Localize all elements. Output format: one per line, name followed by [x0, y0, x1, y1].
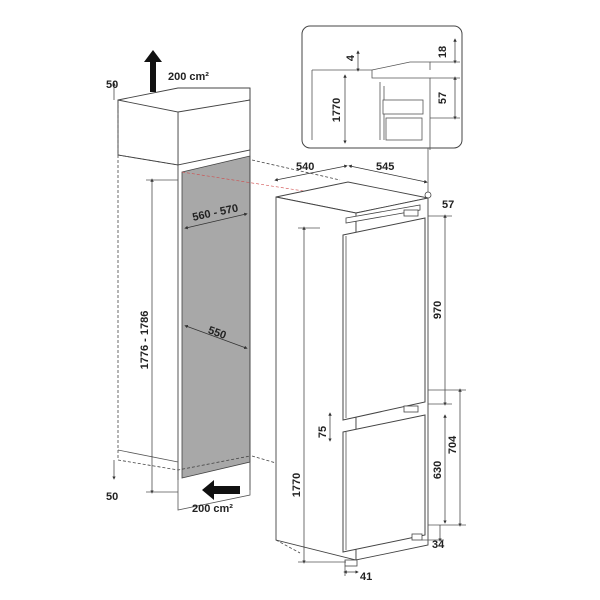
top-vent-label: 200 cm² — [168, 71, 209, 83]
niche-cavity — [181, 155, 251, 479]
lower-door-label: 630 — [432, 461, 444, 479]
detail-label-4: 4 — [345, 54, 357, 61]
bottom-vent-label: 200 cm² — [192, 503, 233, 515]
gap-between-label: 75 — [317, 426, 329, 438]
appliance — [275, 181, 429, 567]
niche-height-label: 1776 - 1786 — [139, 311, 151, 370]
upper-door-label: 970 — [432, 301, 444, 319]
upper-door — [342, 217, 426, 421]
bottom-vent-arrow — [202, 480, 240, 500]
detail-label-57: 57 — [437, 92, 449, 104]
foot-right-label: 34 — [432, 539, 445, 551]
appliance-width-label: 540 — [296, 161, 314, 173]
detail-inset: 18 4 57 1770 — [301, 25, 463, 199]
detail-label-1770: 1770 — [331, 98, 343, 122]
top-vent-arrow — [144, 50, 162, 92]
detail-label-18: 18 — [437, 46, 449, 58]
niche-width-label: 550 — [206, 324, 227, 342]
foot-front-label: 41 — [360, 571, 372, 583]
lower-total-label: 704 — [447, 435, 459, 454]
niche — [117, 87, 426, 511]
bottom-offset-label: 50 — [106, 491, 118, 503]
top-gap-label: 57 — [442, 199, 454, 211]
top-offset-label: 50 — [106, 79, 118, 91]
lower-door — [342, 414, 426, 553]
appliance-height-label: 1770 — [291, 473, 303, 497]
appliance-depth-label: 545 — [376, 161, 394, 173]
